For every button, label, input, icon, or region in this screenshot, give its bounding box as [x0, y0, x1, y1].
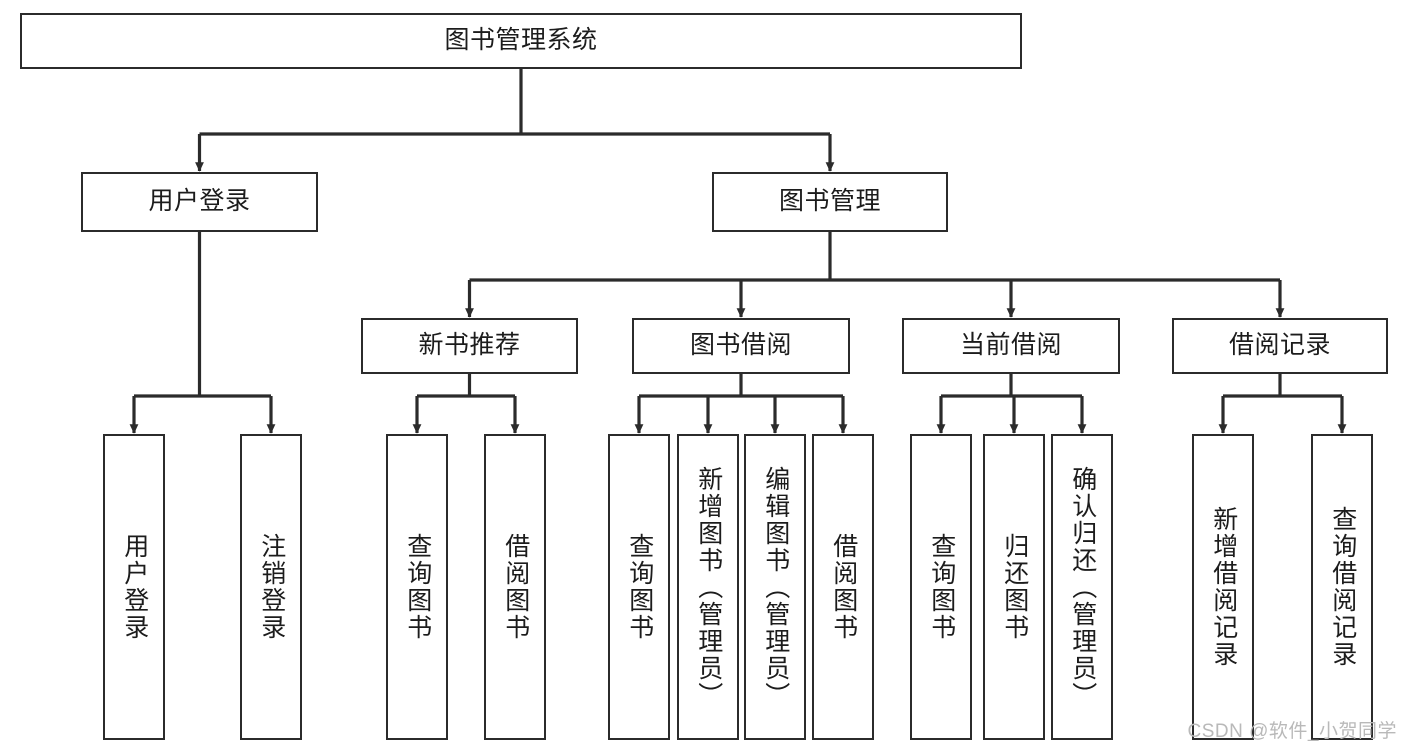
- node-l-confirm[interactable]: 确认归还（管理员）: [1051, 434, 1113, 740]
- node-records[interactable]: 借阅记录: [1172, 318, 1388, 374]
- node-l-b1[interactable]: 借阅图书: [484, 434, 546, 740]
- node-l-qrec[interactable]: 查询借阅记录: [1311, 434, 1373, 740]
- node-label: 查询图书: [625, 533, 654, 641]
- node-label: 借阅记录: [1228, 331, 1331, 360]
- node-l-b2[interactable]: 借阅图书: [812, 434, 874, 740]
- node-current[interactable]: 当前借阅: [902, 318, 1120, 374]
- node-label: 图书管理系统: [444, 26, 598, 55]
- node-borrow[interactable]: 图书借阅: [632, 318, 850, 374]
- node-label: 新增图书（管理员）: [694, 465, 723, 709]
- node-l-add[interactable]: 新增图书（管理员）: [677, 434, 739, 740]
- node-l-return[interactable]: 归还图书: [983, 434, 1045, 740]
- node-l-login[interactable]: 用户登录: [103, 434, 165, 740]
- node-l-addrec[interactable]: 新增借阅记录: [1192, 434, 1254, 740]
- node-bookmgmt[interactable]: 图书管理: [712, 172, 948, 232]
- node-label: 图书管理: [778, 187, 881, 216]
- node-label: 新书推荐: [418, 331, 521, 360]
- node-label: 编辑图书（管理员）: [761, 465, 790, 709]
- node-label: 查询借阅记录: [1328, 506, 1357, 668]
- node-label: 图书借阅: [689, 331, 792, 360]
- node-label: 借阅图书: [829, 533, 858, 641]
- node-l-q3[interactable]: 查询图书: [910, 434, 972, 740]
- node-l-q1[interactable]: 查询图书: [386, 434, 448, 740]
- node-label: 当前借阅: [959, 331, 1062, 360]
- node-root[interactable]: 图书管理系统: [20, 13, 1022, 69]
- node-label: 用户登录: [120, 533, 149, 641]
- node-label: 归还图书: [1000, 533, 1029, 641]
- node-login[interactable]: 用户登录: [81, 172, 318, 232]
- node-label: 查询图书: [927, 533, 956, 641]
- node-l-logout[interactable]: 注销登录: [240, 434, 302, 740]
- node-l-edit[interactable]: 编辑图书（管理员）: [744, 434, 806, 740]
- node-l-q2[interactable]: 查询图书: [608, 434, 670, 740]
- watermark-text: CSDN @软件_小贺同学: [1187, 721, 1397, 742]
- node-label: 注销登录: [257, 533, 286, 641]
- node-label: 借阅图书: [501, 533, 530, 641]
- node-label: 用户登录: [148, 187, 251, 216]
- node-newbook[interactable]: 新书推荐: [361, 318, 578, 374]
- node-label: 确认归还（管理员）: [1068, 465, 1097, 709]
- node-label: 查询图书: [403, 533, 432, 641]
- node-label: 新增借阅记录: [1209, 506, 1238, 668]
